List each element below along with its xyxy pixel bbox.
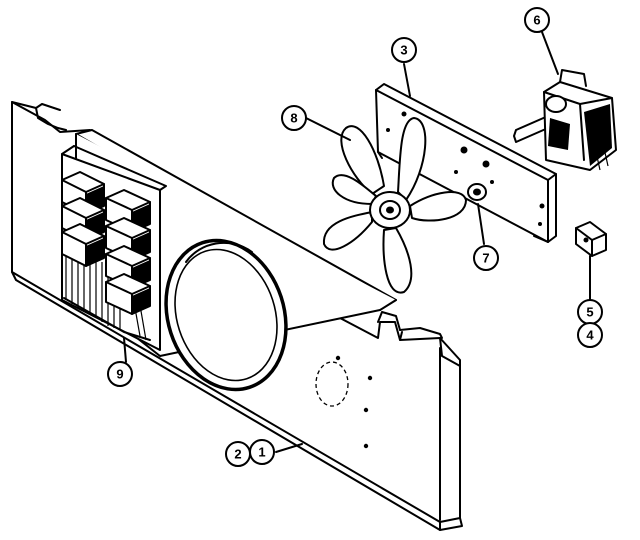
svg-text:6: 6: [533, 13, 540, 28]
callout-5: 5: [577, 299, 603, 325]
leader-3: [403, 63, 411, 97]
leader-7: [477, 203, 485, 245]
svg-text:7: 7: [482, 251, 489, 266]
nut: [467, 183, 487, 201]
svg-text:9: 9: [116, 367, 123, 382]
svg-text:4: 4: [586, 328, 594, 343]
svg-text:8: 8: [290, 111, 297, 126]
leader-lines: [123, 31, 591, 453]
fan-motor: [513, 69, 617, 171]
leader-9: [123, 337, 127, 363]
callout-8: 8: [281, 105, 307, 131]
callout-9: 9: [107, 361, 133, 387]
svg-text:1: 1: [258, 445, 265, 460]
callout-3: 3: [391, 37, 417, 63]
relay-board: [61, 145, 167, 351]
callout-7: 7: [473, 245, 499, 271]
leader-1: [275, 443, 303, 453]
svg-text:5: 5: [586, 305, 593, 320]
relay-blocks: [61, 171, 151, 315]
callout-1: 1: [249, 439, 275, 465]
clip: [575, 221, 607, 257]
leader-8: [305, 117, 351, 141]
blower-opening: [164, 238, 288, 392]
svg-text:2: 2: [234, 447, 241, 462]
fan-blade: [322, 117, 467, 294]
callout-2: 2: [225, 441, 251, 467]
callout-4: 4: [577, 322, 603, 348]
svg-text:3: 3: [400, 43, 407, 58]
callout-6: 6: [524, 7, 550, 33]
leader-6: [541, 31, 559, 75]
